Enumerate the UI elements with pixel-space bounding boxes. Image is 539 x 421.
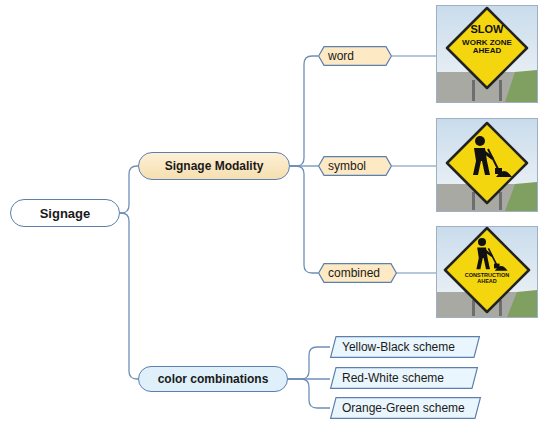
node-label: symbol [328, 159, 366, 173]
leaf-tag: symbol [318, 156, 392, 176]
outline [331, 398, 481, 419]
word-sign-picture [437, 6, 538, 103]
outline [319, 47, 392, 66]
tree-connector [288, 347, 330, 379]
branch-box: color combinations [138, 366, 288, 392]
outline [319, 264, 397, 283]
node-label: combined [328, 266, 380, 280]
tree-connector [288, 379, 330, 408]
root-box: Signage [10, 199, 120, 227]
combined-sign-picture [437, 227, 538, 318]
leaf-tag: combined [318, 263, 397, 283]
node-label: color combinations [158, 372, 269, 386]
tree-connector [120, 213, 138, 379]
leaf-tag: word [318, 46, 392, 66]
sign-text: WORK ZONE AHEAD [452, 39, 522, 56]
scheme-box: Yellow-Black scheme [330, 336, 480, 358]
sign-text: SLOW [457, 24, 517, 36]
node-label: word [328, 49, 354, 63]
outline [331, 368, 478, 389]
symbol-sign-picture [437, 119, 538, 212]
scheme-box: Orange-Green scheme [330, 397, 481, 419]
node-label: Yellow-Black scheme [342, 340, 455, 354]
leader-lines [392, 56, 436, 273]
node-label: Red-White scheme [342, 371, 444, 385]
tree-connector [120, 166, 138, 213]
scheme-box: Red-White scheme [330, 367, 478, 389]
tree-connector [290, 56, 318, 166]
outline [319, 157, 392, 176]
branch-box: Signage Modality [138, 152, 290, 180]
tree-connector [290, 166, 318, 273]
outline [331, 337, 480, 358]
node-label: Signage [40, 206, 91, 221]
sign-text: CONSTRUCTION AHEAD [462, 273, 512, 285]
node-label: Signage Modality [165, 159, 264, 173]
node-label: Orange-Green scheme [342, 401, 465, 415]
